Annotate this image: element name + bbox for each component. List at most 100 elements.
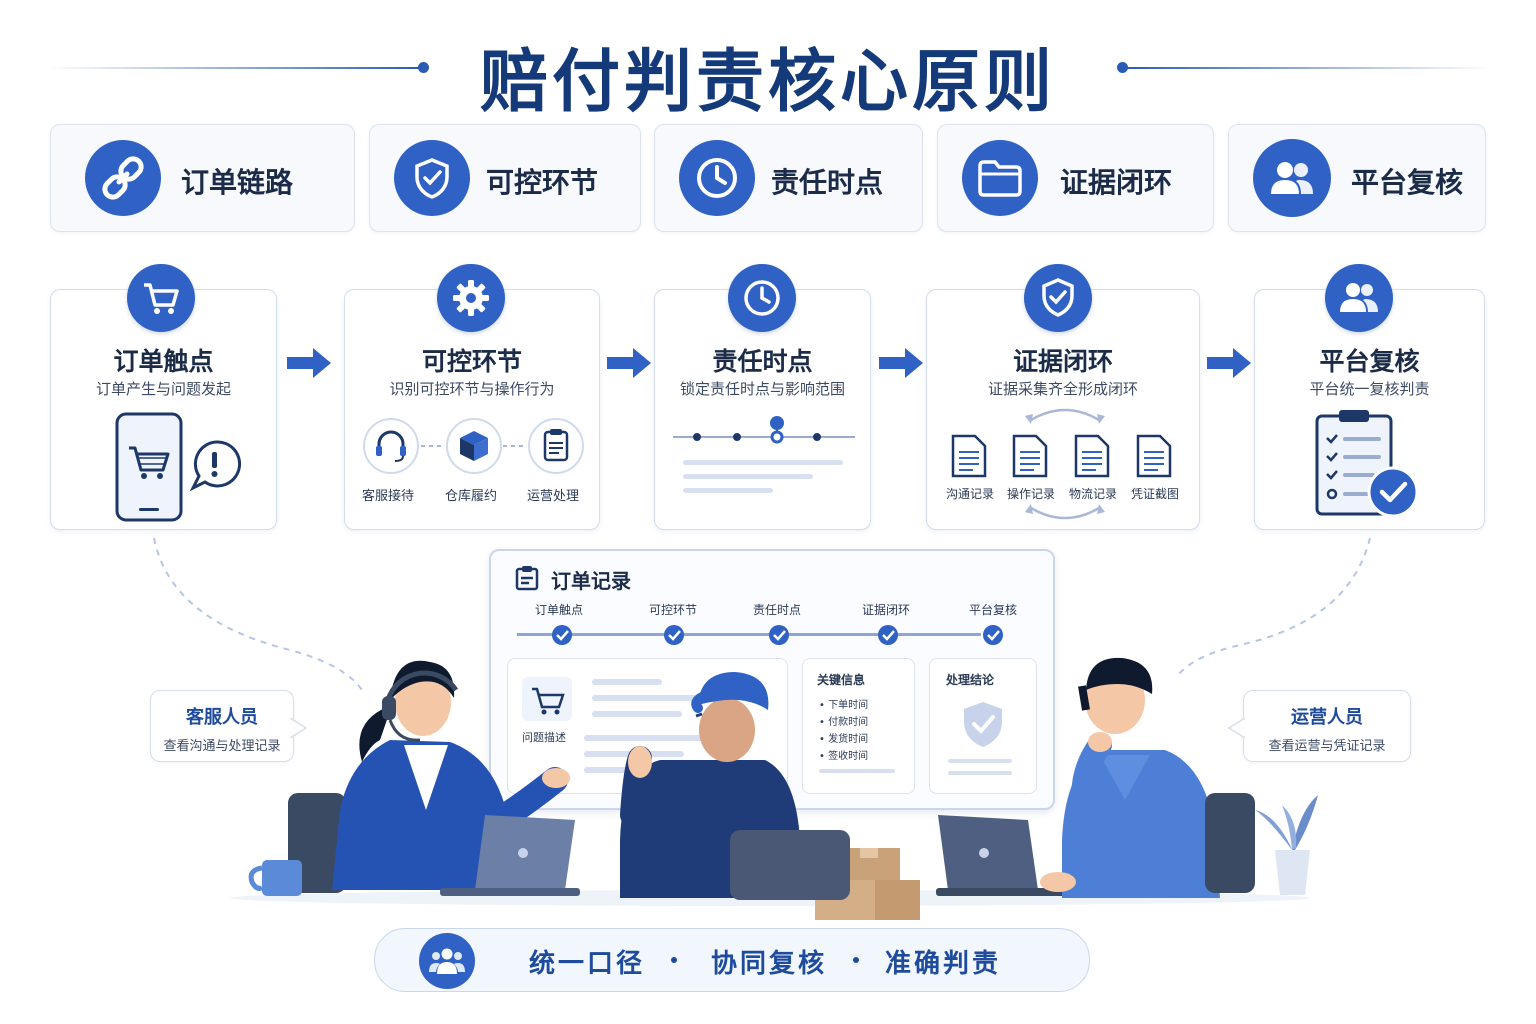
checklist-clipboard-illustration <box>1315 410 1419 518</box>
arrow-right-icon <box>1207 348 1251 378</box>
placeholder-line <box>584 735 704 741</box>
key-info-item: • 签收时间 <box>819 751 869 762</box>
phone-cart-illustration <box>115 412 242 522</box>
issue-label: 问题描述 <box>522 731 566 744</box>
slogan-separator <box>853 957 859 963</box>
slogan-word: 协同复核 <box>711 949 828 979</box>
title-line-left <box>48 67 420 69</box>
principle-label: 平台复核 <box>1351 166 1464 199</box>
step-title: 证据闭环 <box>1012 347 1113 376</box>
arrow-right-icon <box>607 348 651 378</box>
step-title: 订单触点 <box>113 347 214 376</box>
shield-check-icon <box>394 140 470 216</box>
bubble-tail <box>1227 718 1245 738</box>
step-card-evidence: 证据闭环 证据采集齐全形成闭环 沟通记录 操作记录 物流记录 凭证截图 <box>926 289 1200 530</box>
role-name: 客服人员 <box>186 707 258 728</box>
dashed-connectors <box>153 537 1371 691</box>
order-record-panel: 订单记录 订单触点 可控环节 责任时点 证据闭环 平台复核 问题描述 关键信息 … <box>489 549 1055 810</box>
placeholder-line <box>819 769 895 773</box>
page-title: 赔付判责核心原则 <box>479 43 1056 122</box>
slogan-word: 准确判责 <box>885 949 1002 979</box>
arrow-right-icon <box>287 348 331 378</box>
step-subtitle: 识别可控环节与操作行为 <box>389 380 555 398</box>
timeline-illustration <box>673 416 855 493</box>
step-title: 平台复核 <box>1319 347 1420 376</box>
role-desc: 查看运营与凭证记录 <box>1268 739 1386 754</box>
step-title: 责任时点 <box>712 347 813 376</box>
panel-timeline-label: 证据闭环 <box>862 603 911 617</box>
panel-title: 订单记录 <box>551 569 631 593</box>
principle-label: 责任时点 <box>771 166 884 199</box>
principle-card-evidence: 证据闭环 <box>937 124 1214 232</box>
panel-timeline-label: 平台复核 <box>969 603 1018 617</box>
link-icon <box>85 140 161 216</box>
cart-icon <box>522 677 572 721</box>
placeholder-line <box>584 767 654 773</box>
team-icon <box>419 933 475 989</box>
placeholder-line <box>948 771 1012 775</box>
gear-icon <box>437 264 505 332</box>
panel-timeline-label: 订单触点 <box>535 603 584 617</box>
key-info-item: • 付款时间 <box>819 717 869 728</box>
step-subtitle: 订单产生与问题发起 <box>95 380 231 398</box>
key-info-text: 付款时间 <box>828 717 869 728</box>
principle-card-controllable: 可控环节 <box>369 124 641 232</box>
role-bubble-operations: 运营人员 查看运营与凭证记录 <box>1243 690 1411 762</box>
key-info-box: 关键信息 • 下单时间 • 付款时间 • 发货时间 • 签收时间 <box>802 658 915 794</box>
key-info-title: 关键信息 <box>817 673 866 687</box>
principle-card-platform-review: 平台复核 <box>1228 124 1486 232</box>
principle-label: 证据闭环 <box>1060 166 1173 199</box>
arrow-right-icon <box>879 348 923 378</box>
step-item-label: 运营处理 <box>527 489 580 504</box>
key-info-text: 签收时间 <box>828 751 869 762</box>
bubble-tail <box>290 718 308 738</box>
clock-icon <box>679 140 755 216</box>
step-item-label: 物流记录 <box>1069 487 1118 501</box>
title-line-right <box>1126 67 1492 69</box>
principle-label: 订单链路 <box>181 166 294 199</box>
step-item-label: 仓库履约 <box>445 489 498 504</box>
step-subtitle: 锁定责任时点与影响范围 <box>679 380 845 398</box>
placeholder-line <box>948 759 1012 763</box>
step-card-order-touch: 订单触点 订单产生与问题发起 <box>50 289 277 530</box>
key-info-item: • 下单时间 <box>819 700 869 711</box>
panel-timeline-label: 可控环节 <box>649 603 698 617</box>
clipboard-icon <box>515 566 539 591</box>
step-subtitle: 证据采集齐全形成闭环 <box>987 380 1138 398</box>
users-icon <box>1253 139 1331 217</box>
step-item-label: 客服接待 <box>362 489 415 504</box>
slogan-word: 统一口径 <box>529 949 646 979</box>
slogan-bar: 统一口径 协同复核 准确判责 <box>374 928 1090 992</box>
principle-card-order-chain: 订单链路 <box>50 124 355 232</box>
title-dot-left <box>418 62 429 73</box>
step-item-label: 凭证截图 <box>1131 487 1180 501</box>
shield-check-icon <box>964 702 1002 747</box>
conclusion-box: 处理结论 <box>929 658 1037 794</box>
key-info-text: 下单时间 <box>828 700 869 711</box>
role-name: 运营人员 <box>1291 707 1363 728</box>
step-title: 可控环节 <box>421 347 522 376</box>
controllable-icons-row <box>363 418 584 474</box>
placeholder-line <box>592 695 702 701</box>
step-item-label: 操作记录 <box>1007 487 1056 501</box>
conclusion-title: 处理结论 <box>946 673 995 687</box>
clock-icon <box>728 264 796 332</box>
role-bubble-customer-service: 客服人员 查看沟通与处理记录 <box>150 690 294 762</box>
step-item-label: 沟通记录 <box>946 487 995 501</box>
key-info-item: • 发货时间 <box>819 734 869 745</box>
principle-label: 可控环节 <box>486 166 599 199</box>
panel-timeline-checks <box>552 623 1005 647</box>
users-icon <box>1325 264 1393 332</box>
placeholder-line <box>592 711 682 717</box>
panel-timeline-label: 责任时点 <box>753 603 802 617</box>
team-meeting-illustration <box>230 657 1318 920</box>
cart-icon <box>127 264 195 332</box>
placeholder-line <box>592 679 662 685</box>
panel-timeline-line <box>517 633 997 636</box>
principle-card-time-point: 责任时点 <box>654 124 923 232</box>
role-desc: 查看沟通与处理记录 <box>163 739 281 754</box>
shield-check-icon <box>1024 264 1092 332</box>
slogan-separator <box>671 957 677 963</box>
title-dot-right <box>1117 62 1128 73</box>
folder-icon <box>962 140 1038 216</box>
